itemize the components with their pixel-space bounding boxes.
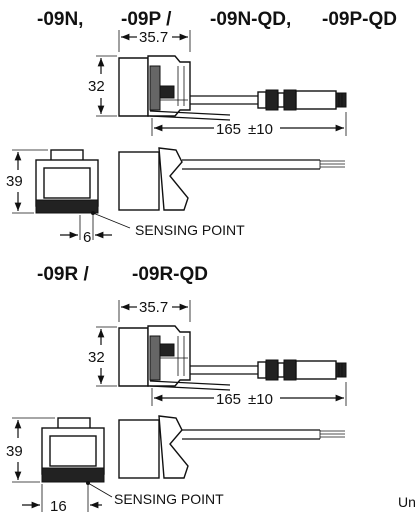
- sensing-point-label: SENSING POINT: [135, 222, 245, 238]
- sensor-bottom-side-view: [118, 147, 345, 211]
- width-value: 35.7: [139, 29, 168, 46]
- front-height-dimension: 39: [6, 149, 48, 214]
- units-note: Un: [398, 494, 416, 510]
- sensing-offset-value: 6: [83, 229, 91, 246]
- cable-length-dimension-2: 165 ±10: [151, 382, 347, 408]
- section-1: -09N, -09P / -09N-QD, -09P-QD 35.7 32: [6, 9, 397, 246]
- front-height-value-2: 39: [6, 443, 23, 460]
- title-model-09r-qd: -09R-QD: [132, 264, 208, 285]
- height-dimension: 32: [88, 55, 117, 117]
- width-dimension-2: 35.7: [118, 299, 191, 322]
- section-2: -09R / -09R-QD 35.7 32: [6, 264, 347, 515]
- front-height-value: 39: [6, 173, 23, 190]
- height-value-2: 32: [88, 349, 105, 366]
- cable-length-dimension: 165 ±10: [151, 112, 347, 138]
- sensing-point-callout-2: SENSING POINT 16: [22, 481, 224, 515]
- title-model-09p: -09P /: [121, 9, 172, 30]
- cable-length-value: 165: [216, 121, 241, 138]
- cable-length-tolerance-2: ±10: [248, 391, 273, 408]
- sensing-offset-value-2: 16: [50, 498, 67, 515]
- sensor-side-view: [118, 55, 347, 121]
- cable-length-value-2: 165: [216, 391, 241, 408]
- title-model-09n: -09N,: [37, 9, 83, 30]
- title-model-09p-qd: -09P-QD: [322, 9, 397, 30]
- title-model-09r: -09R /: [37, 264, 89, 285]
- height-dimension-2: 32: [88, 326, 117, 387]
- cable-length-tolerance: ±10: [248, 121, 273, 138]
- width-dimension: 35.7: [118, 29, 191, 52]
- sensor-front-view-2: [41, 417, 105, 483]
- height-value: 32: [88, 78, 105, 95]
- title-model-09n-qd: -09N-QD,: [210, 9, 291, 30]
- width-value-2: 35.7: [139, 299, 168, 316]
- sensing-point-callout: SENSING POINT 6: [60, 211, 245, 246]
- sensor-front-view: [35, 149, 99, 214]
- sensing-point-label-2: SENSING POINT: [114, 491, 224, 507]
- sensor-side-view-2: [118, 325, 347, 391]
- front-height-dimension-2: 39: [6, 417, 55, 483]
- sensor-bottom-side-view-2: [118, 415, 345, 479]
